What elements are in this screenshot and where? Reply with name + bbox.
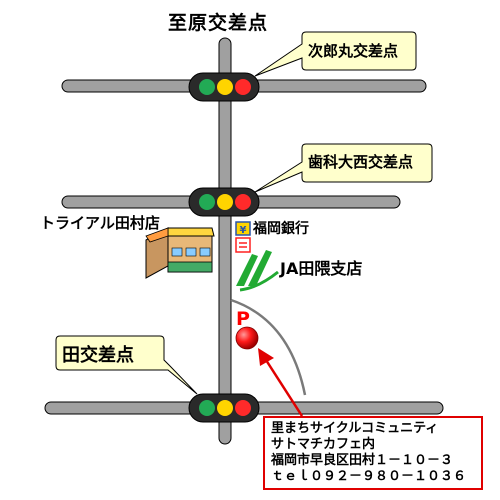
traffic-signal-2 xyxy=(188,187,260,217)
intersection-label-top: 至原交差点 xyxy=(168,12,269,34)
parking-label: P xyxy=(236,308,250,330)
trial-store-label: トライアル田村店 xyxy=(40,214,160,232)
bank-yen-symbol: ¥ xyxy=(240,225,247,236)
callout-3 xyxy=(55,335,198,395)
bank-yen-icon xyxy=(235,221,251,236)
signal-green-light xyxy=(199,194,215,210)
callout-label-ta: 田交差点 xyxy=(62,345,134,366)
info-name: 里まちサイクルコミュニティ xyxy=(271,421,439,436)
curved-path xyxy=(230,298,307,396)
bank-label: 福岡銀行 xyxy=(253,221,309,237)
callout-1 xyxy=(254,31,417,77)
traffic-signal-1 xyxy=(188,72,260,102)
signal-green-light xyxy=(199,400,215,416)
road-vertical xyxy=(218,37,232,445)
arrow-to-pin xyxy=(258,348,304,417)
ja-logo-icon xyxy=(236,250,279,292)
signal-red-light xyxy=(235,194,251,210)
callout-2 xyxy=(254,143,433,193)
info-cafe: サトマチカフェ内 xyxy=(271,437,376,452)
signal-green-light xyxy=(199,79,215,95)
signal-yellow-light xyxy=(217,194,233,210)
store-building-icon xyxy=(145,227,215,279)
info-box: 里まちサイクルコミュニティ サトマチカフェ内 福岡市早良区田村１－１０－３ ｔｅ… xyxy=(263,416,483,490)
signal-red-light xyxy=(235,400,251,416)
callout-label-jiromaru: 次郎丸交差点 xyxy=(308,42,399,60)
ja-branch-label: JA田隈支店 xyxy=(280,259,363,278)
callout-label-shikadainishi: 歯科大西交差点 xyxy=(308,153,414,171)
signal-yellow-light xyxy=(217,400,233,416)
location-pin-icon xyxy=(235,326,259,350)
traffic-signal-3 xyxy=(188,393,260,423)
info-address: 福岡市早良区田村１－１０－３ xyxy=(271,453,454,468)
signal-yellow-light xyxy=(217,79,233,95)
post-office-icon xyxy=(235,237,251,253)
signal-red-light xyxy=(235,79,251,95)
info-phone: ｔｅｌ０９２－９８０－１０３６ xyxy=(271,469,467,484)
